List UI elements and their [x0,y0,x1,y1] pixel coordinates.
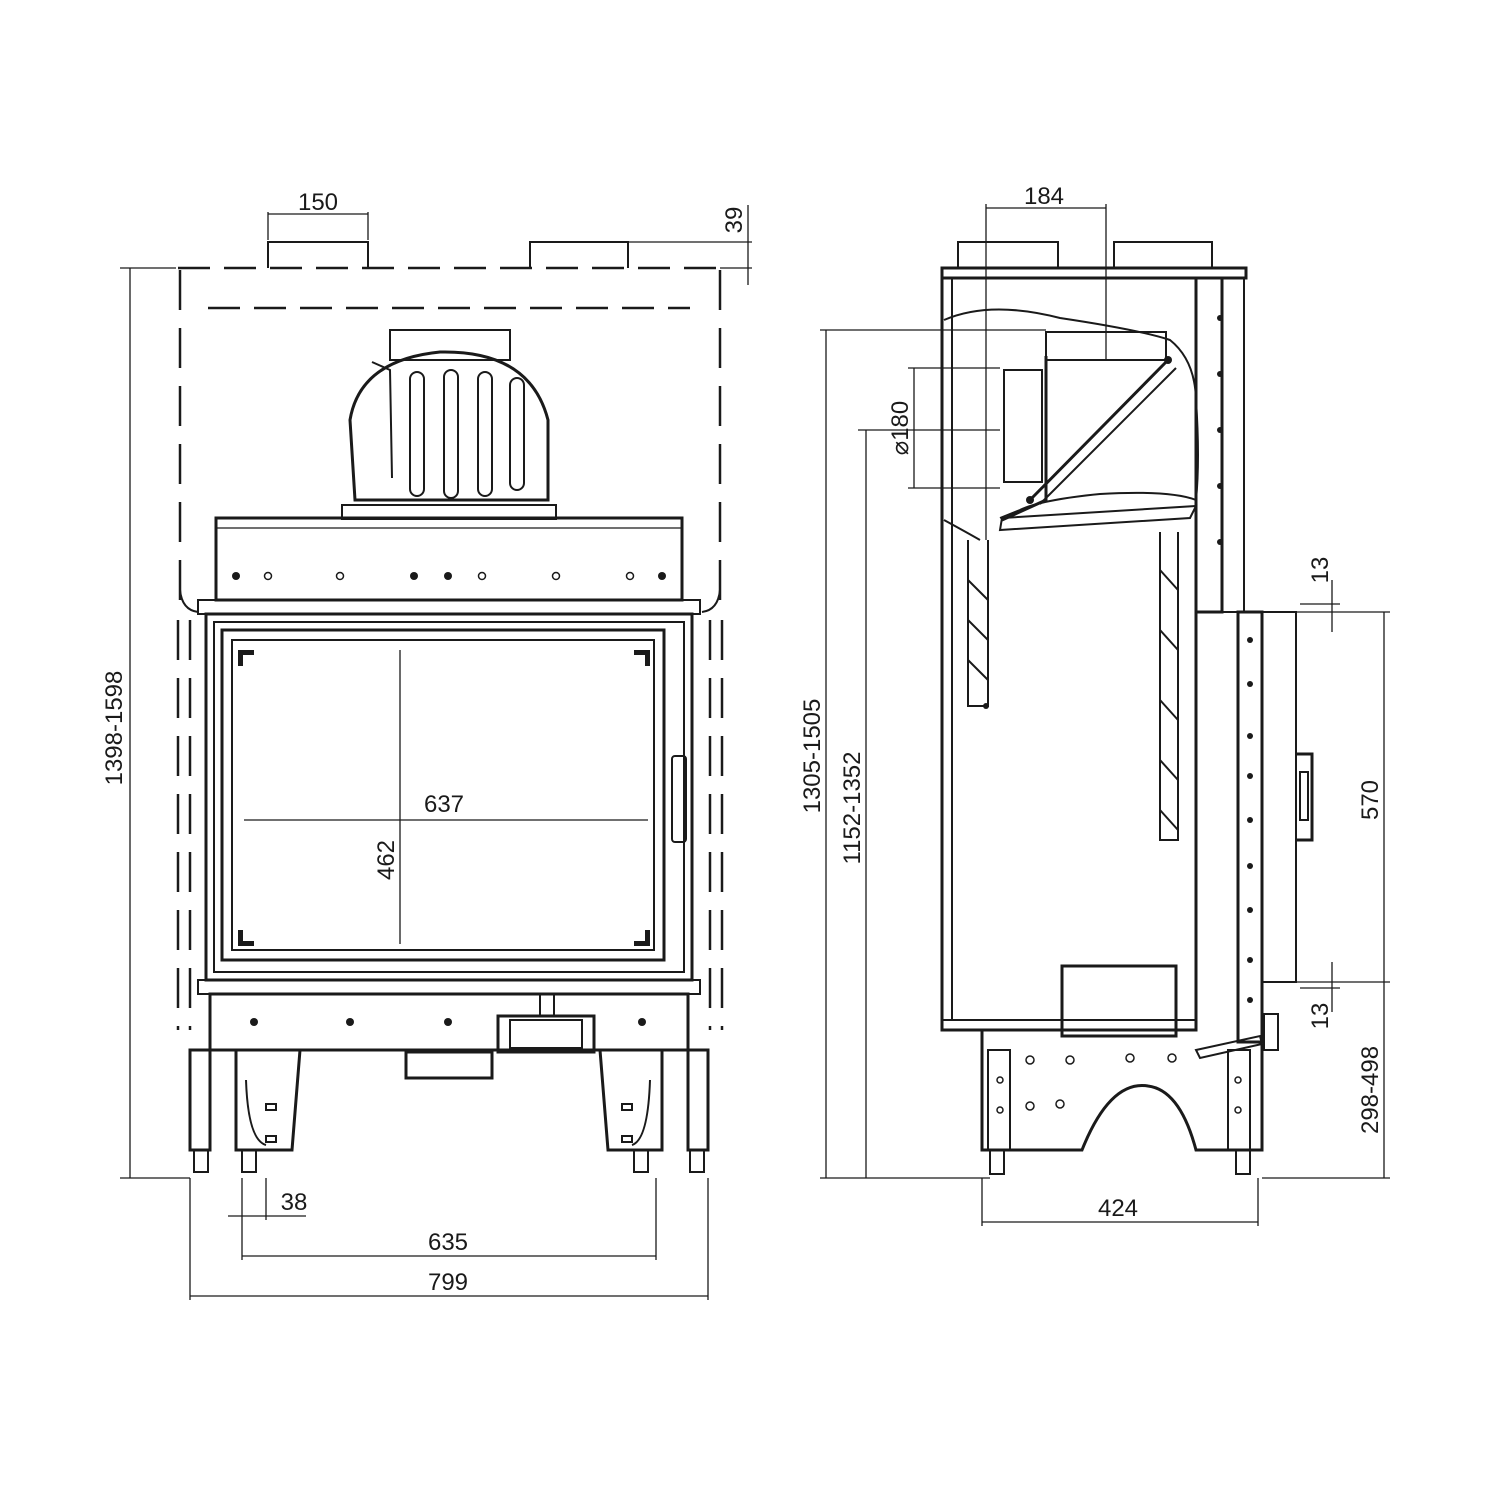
side-view: 184 ⌀180 1305-1505 1152-1352 13 570 13 2… [799,183,1390,1226]
glass-corner-clips [238,650,650,946]
side-dimension-lines [820,204,1390,1226]
side-zigzag-supports [967,532,1179,841]
side-flue-spigots [957,241,1213,268]
dim-total-width: 799 [428,1269,468,1296]
dim-gap-bottom: 13 [1307,1003,1334,1030]
side-door-profile [1194,610,1314,1060]
smoke-collar [341,329,557,520]
dim-total-height: 1398-1598 [101,671,128,786]
dim-glass-height: 462 [373,840,400,880]
dim-gap-top: 13 [1307,557,1334,584]
dim-flue-center-height: 1152-1352 [839,752,866,865]
glass-dimension-lines [244,650,648,944]
dim-flue-width: 150 [298,189,338,216]
side-internal-baffle [943,308,1199,541]
front-casing-outline [176,266,724,1030]
dim-flue-height: 39 [721,207,748,234]
front-view: 150 39 1398-1598 637 462 38 635 799 [101,189,752,1300]
dim-total-depth: 424 [1098,1195,1138,1222]
front-legs [188,1048,710,1173]
dim-height-range: 1305-1505 [799,699,826,814]
lower-body [197,979,701,1080]
dim-glass-width: 637 [424,791,464,818]
dim-base-height: 298-498 [1357,1046,1384,1134]
dim-flue-diameter: ⌀180 [887,401,914,456]
front-dimension-lines [120,205,752,1300]
dim-leg-width: 38 [281,1189,308,1216]
front-flue-spigots [267,241,629,268]
side-air-box [1060,964,1178,1038]
dim-door-height: 570 [1357,780,1384,820]
upper-body-band [197,516,701,615]
side-casing [940,266,1248,1032]
side-base-legs [980,1030,1264,1175]
dim-flue-offset: 184 [1024,183,1064,210]
dim-leg-spacing: 635 [428,1229,468,1256]
